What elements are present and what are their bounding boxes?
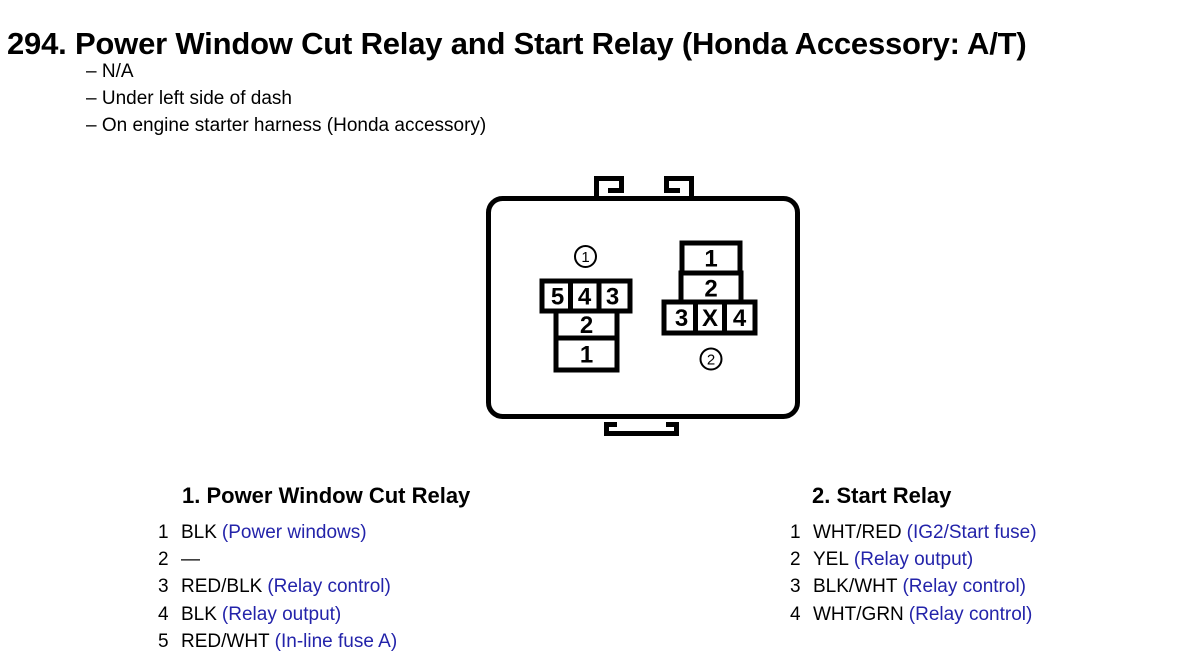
legend2-pin-row: 3 BLK/WHT(Relay control) (790, 573, 1037, 600)
legend1-pin-row: 4 BLK(Relay output) (158, 601, 397, 628)
connector1-cell-1 (553, 335, 620, 373)
pin-number: 3 (790, 576, 801, 598)
connector2-pin-3: 3 (675, 305, 688, 332)
legend2-pin-row: 4 WHT/GRN(Relay control) (790, 601, 1037, 628)
connector2-callout: 2 (707, 352, 715, 369)
note-line-3: – On engine starter harness (Honda acces… (86, 115, 487, 136)
connector2-pin-2: 2 (704, 276, 717, 303)
legend1-heading: 1. Power Window Cut Relay (182, 483, 471, 508)
wire-function: (Relay control) (908, 603, 1033, 625)
note-line-2: – Under left side of dash (86, 88, 292, 109)
mount-hook-top-right (664, 176, 694, 200)
connector2-callout-circle (699, 347, 723, 371)
legend2-rows: 1 WHT/RED(IG2/Start fuse) 2 YEL(Relay outp… (790, 519, 1037, 628)
location-notes: – N/A – Under left side of dash – On eng… (86, 58, 486, 139)
mount-hook-top-left (594, 176, 624, 200)
mount-tab-bottom (604, 422, 679, 436)
wire-function: (Relay control) (902, 576, 1026, 598)
pin-number: 3 (158, 576, 169, 598)
legend1-pin-row: 5 RED/WHT(In-line fuse A) (158, 628, 397, 655)
pin-number: 2 (158, 549, 169, 571)
connector2-pin-4: 4 (733, 305, 747, 332)
wire-color: BLK/WHT (813, 576, 898, 598)
wire-color: WHT/GRN (813, 603, 904, 625)
legend1-pin-row: 3 RED/BLK(Relay control) (158, 573, 397, 600)
connector1-callout-circle (574, 245, 597, 268)
wire-color: BLK (181, 522, 217, 543)
legend2-heading: 2. Start Relay (812, 483, 952, 508)
legend1-pin-row: 2— (158, 546, 397, 573)
connector2-pin-1: 1 (704, 246, 717, 273)
wire-color: YEL (813, 549, 849, 571)
pin-number: 4 (158, 603, 169, 625)
wire-color: BLK (181, 603, 217, 625)
pin-number: 4 (790, 603, 801, 625)
connector1-pin-5: 5 (551, 284, 564, 311)
wire-function: (In-line fuse A) (274, 630, 398, 652)
legend2-pin-row: 2 YEL(Relay output) (790, 546, 1037, 573)
page-title: 294. Power Window Cut Relay and Start Re… (7, 25, 1027, 61)
legend2-pin-row: 1 WHT/RED(IG2/Start fuse) (790, 519, 1037, 546)
wire-function: (IG2/Start fuse) (906, 522, 1037, 543)
wire-color: — (181, 549, 200, 571)
connector1-callout: 1 (581, 249, 589, 266)
wire-function: (Power windows) (221, 522, 367, 543)
wire-function: (Relay output) (853, 549, 974, 571)
pin-number: 1 (158, 522, 169, 543)
wire-color: RED/BLK (181, 576, 263, 598)
connector1-pin-3: 3 (606, 284, 619, 311)
wire-function: (Relay output) (221, 603, 342, 625)
pin-number: 5 (158, 630, 169, 652)
connector1-pin-4: 4 (578, 284, 592, 311)
connector2-pin-x: X (702, 305, 718, 332)
connector1-top-row (539, 278, 633, 314)
connector2-bottom-row (661, 299, 758, 336)
connector1-pin-2: 2 (580, 312, 593, 339)
legend1-pin-row: 1 BLK(Power windows) (158, 519, 397, 546)
note-line-1: – N/A (86, 61, 134, 82)
connector1-pin-1: 1 (580, 342, 593, 369)
wire-function: (Relay control) (267, 576, 391, 598)
wire-color: WHT/RED (813, 522, 902, 543)
pin-number: 1 (790, 522, 801, 543)
pin-number: 2 (790, 549, 801, 571)
wire-color: RED/WHT (181, 630, 270, 652)
